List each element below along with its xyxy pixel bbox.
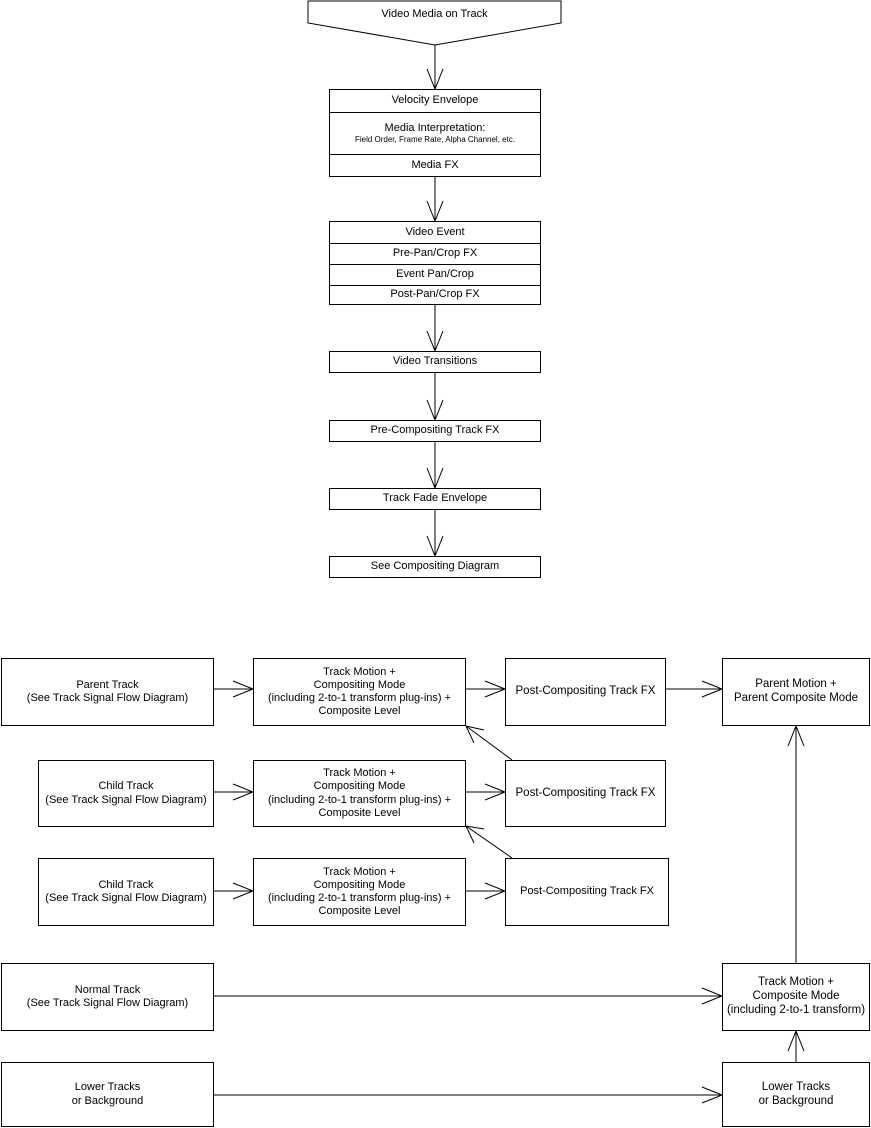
lower-tracks-left: Lower Tracks or Background xyxy=(1,1062,214,1127)
child-track-line: Child Track xyxy=(98,780,154,793)
normal-motion-line: (including 2-to-1 transform) xyxy=(726,1003,866,1016)
track-motion-line: Compositing Mode xyxy=(313,780,406,793)
parent-track: Parent Track (See Track Signal Flow Diag… xyxy=(1,658,214,726)
flow-arrow xyxy=(426,45,444,91)
event-group-label: Pre-Pan/Crop FX xyxy=(392,247,478,260)
media-fx: Media FX xyxy=(330,154,540,176)
track-motion-line: Compositing Mode xyxy=(313,678,406,691)
post-compositing-fx-child-2: Post-Compositing Track FX xyxy=(505,858,669,926)
child-track-2: Child Track (See Track Signal Flow Diagr… xyxy=(38,858,214,926)
flow-arrow xyxy=(465,825,513,859)
track-motion-line: (including 2-to-1 transform plug-ins) + xyxy=(267,692,452,704)
lower-tracks-line: or Background xyxy=(71,1094,144,1107)
track-motion-line: Track Motion + xyxy=(323,665,396,678)
flow-arrow xyxy=(426,510,444,558)
video-media-source: Video Media on Track xyxy=(308,0,561,45)
normal-motion-line: Track Motion + xyxy=(758,976,834,989)
normal-track: Normal Track (See Track Signal Flow Diag… xyxy=(1,963,214,1031)
parent-motion-line: Parent Motion + xyxy=(755,678,837,691)
flow-arrow xyxy=(426,442,444,490)
flow-arrow xyxy=(466,783,507,801)
track-motion-child-2: Track Motion + Compositing Mode (includi… xyxy=(253,858,466,926)
media-interpretation: Media Interpretation: Field Order, Frame… xyxy=(330,112,540,154)
post-compositing-fx-parent: Post-Compositing Track FX xyxy=(505,658,666,726)
post-pan-crop-fx: Post-Pan/Crop FX xyxy=(330,285,540,304)
parent-motion: Parent Motion + Parent Composite Mode xyxy=(722,658,870,726)
flow-arrow xyxy=(214,1086,724,1104)
pre-pan-crop-fx: Pre-Pan/Crop FX xyxy=(330,243,540,264)
normal-track-line: (See Track Signal Flow Diagram) xyxy=(26,997,189,1009)
media-fx-label: Media FX xyxy=(411,158,459,171)
flow-arrow xyxy=(214,680,255,698)
flow-arrow xyxy=(666,680,724,698)
child-track-line: (See Track Signal Flow Diagram) xyxy=(45,892,207,904)
event-group-label: Post-Pan/Crop FX xyxy=(390,288,480,301)
child-track-line: (See Track Signal Flow Diagram) xyxy=(45,793,207,806)
track-fade-envelope: Track Fade Envelope xyxy=(329,488,541,510)
post-compositing-fx-label: Post-Compositing Track FX xyxy=(515,786,656,799)
lower-tracks-right: Lower Tracks or Background xyxy=(722,1062,870,1127)
see-compositing-diagram: See Compositing Diagram xyxy=(329,556,541,578)
normal-track-line: Normal Track xyxy=(74,983,141,996)
child-track-line: Child Track xyxy=(98,878,154,891)
flow-arrow xyxy=(787,724,805,963)
pre-compositing-track-fx-label: Pre-Compositing Track FX xyxy=(370,424,500,437)
flow-arrow xyxy=(465,725,513,761)
post-compositing-fx-label: Post-Compositing Track FX xyxy=(520,885,654,898)
velocity-envelope: Velocity Envelope xyxy=(330,90,540,112)
video-event: Video Event xyxy=(330,222,540,243)
flow-arrow xyxy=(214,987,724,1005)
parent-motion-line: Parent Composite Mode xyxy=(733,692,858,704)
track-motion-line: Composite Level xyxy=(318,905,401,918)
source-pentagon-shape xyxy=(307,0,562,46)
flow-arrow xyxy=(787,1029,805,1062)
lower-tracks-line: or Background xyxy=(758,1094,834,1107)
pre-compositing-track-fx: Pre-Compositing Track FX xyxy=(329,420,541,442)
track-motion-line: Composite Level xyxy=(318,705,401,718)
event-group-label: Video Event xyxy=(405,225,465,238)
track-motion-child-1: Track Motion + Compositing Mode (includi… xyxy=(253,760,466,827)
track-motion-parent: Track Motion + Compositing Mode (includi… xyxy=(253,658,466,726)
post-compositing-fx-label: Post-Compositing Track FX xyxy=(515,685,656,698)
flow-arrow xyxy=(214,783,255,801)
flow-arrow xyxy=(466,882,507,900)
lower-tracks-line: Lower Tracks xyxy=(761,1080,831,1093)
video-transitions-label: Video Transitions xyxy=(392,355,478,368)
event-group-label: Event Pan/Crop xyxy=(396,268,474,281)
flow-arrow xyxy=(426,373,444,422)
normal-motion-line: Composite Mode xyxy=(752,990,840,1003)
media-interpretation-details: Field Order, Frame Rate, Alpha Channel, … xyxy=(354,135,516,145)
track-motion-line: (including 2-to-1 transform plug-ins) + xyxy=(267,892,452,904)
see-compositing-diagram-label: See Compositing Diagram xyxy=(370,560,500,573)
track-motion-line: Compositing Mode xyxy=(313,878,406,891)
velocity-envelope-label: Velocity Envelope xyxy=(391,94,479,107)
video-transitions: Video Transitions xyxy=(329,351,541,373)
flow-arrow xyxy=(214,882,255,900)
flow-arrow xyxy=(466,680,507,698)
media-group: Velocity Envelope Media Interpretation: … xyxy=(329,89,541,177)
parent-track-line: (See Track Signal Flow Diagram) xyxy=(26,692,189,704)
child-track-1: Child Track (See Track Signal Flow Diagr… xyxy=(38,760,214,827)
track-motion-line: Track Motion + xyxy=(323,865,396,878)
post-compositing-fx-child-1: Post-Compositing Track FX xyxy=(505,760,666,827)
track-fade-envelope-label: Track Fade Envelope xyxy=(382,492,488,505)
normal-track-motion: Track Motion + Composite Mode (including… xyxy=(722,963,870,1031)
track-motion-line: (including 2-to-1 transform plug-ins) + xyxy=(267,793,452,806)
track-motion-line: Track Motion + xyxy=(323,767,396,780)
flow-arrow xyxy=(426,305,444,353)
parent-track-line: Parent Track xyxy=(76,678,139,691)
event-group: Video Event Pre-Pan/Crop FX Event Pan/Cr… xyxy=(329,221,541,305)
video-media-source-label: Video Media on Track xyxy=(381,8,488,20)
event-pan-crop: Event Pan/Crop xyxy=(330,264,540,285)
track-motion-line: Composite Level xyxy=(318,806,401,819)
flow-arrow xyxy=(426,177,444,223)
media-interpretation-title: Media Interpretation: xyxy=(384,122,486,135)
lower-tracks-line: Lower Tracks xyxy=(74,1081,141,1094)
